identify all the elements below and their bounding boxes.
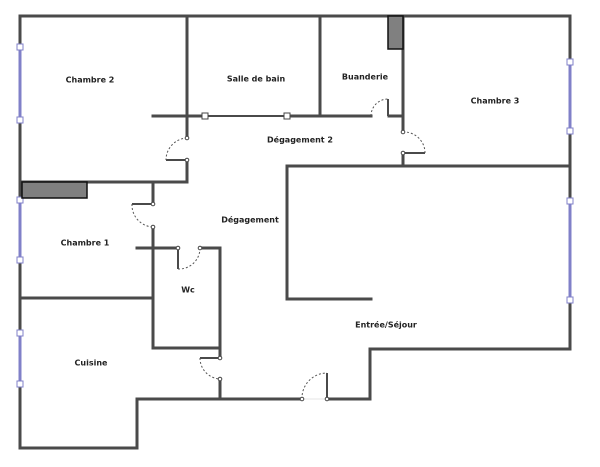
interior-walls <box>18 14 572 401</box>
room-label-chambre-3: Chambre 3 <box>470 96 520 106</box>
room-label-entree-sejour: Entrée/Séjour <box>355 320 417 330</box>
room-label-wc: Wc <box>181 285 195 295</box>
room-label-buanderie: Buanderie <box>341 72 389 82</box>
room-label-chambre-2: Chambre 2 <box>65 75 115 85</box>
room-label-degagement: Dégagement <box>221 215 279 225</box>
room-label-cuisine: Cuisine <box>74 358 108 368</box>
room-label-degagement-2: Dégagement 2 <box>267 135 333 145</box>
doors <box>131 98 426 402</box>
duct-block-buanderie <box>387 15 404 50</box>
room-label-chambre-1: Chambre 1 <box>60 238 110 248</box>
room-label-salle-de-bain: Salle de bain <box>226 74 286 84</box>
closet-block-chambre-1 <box>21 181 88 199</box>
windows <box>16 43 574 388</box>
